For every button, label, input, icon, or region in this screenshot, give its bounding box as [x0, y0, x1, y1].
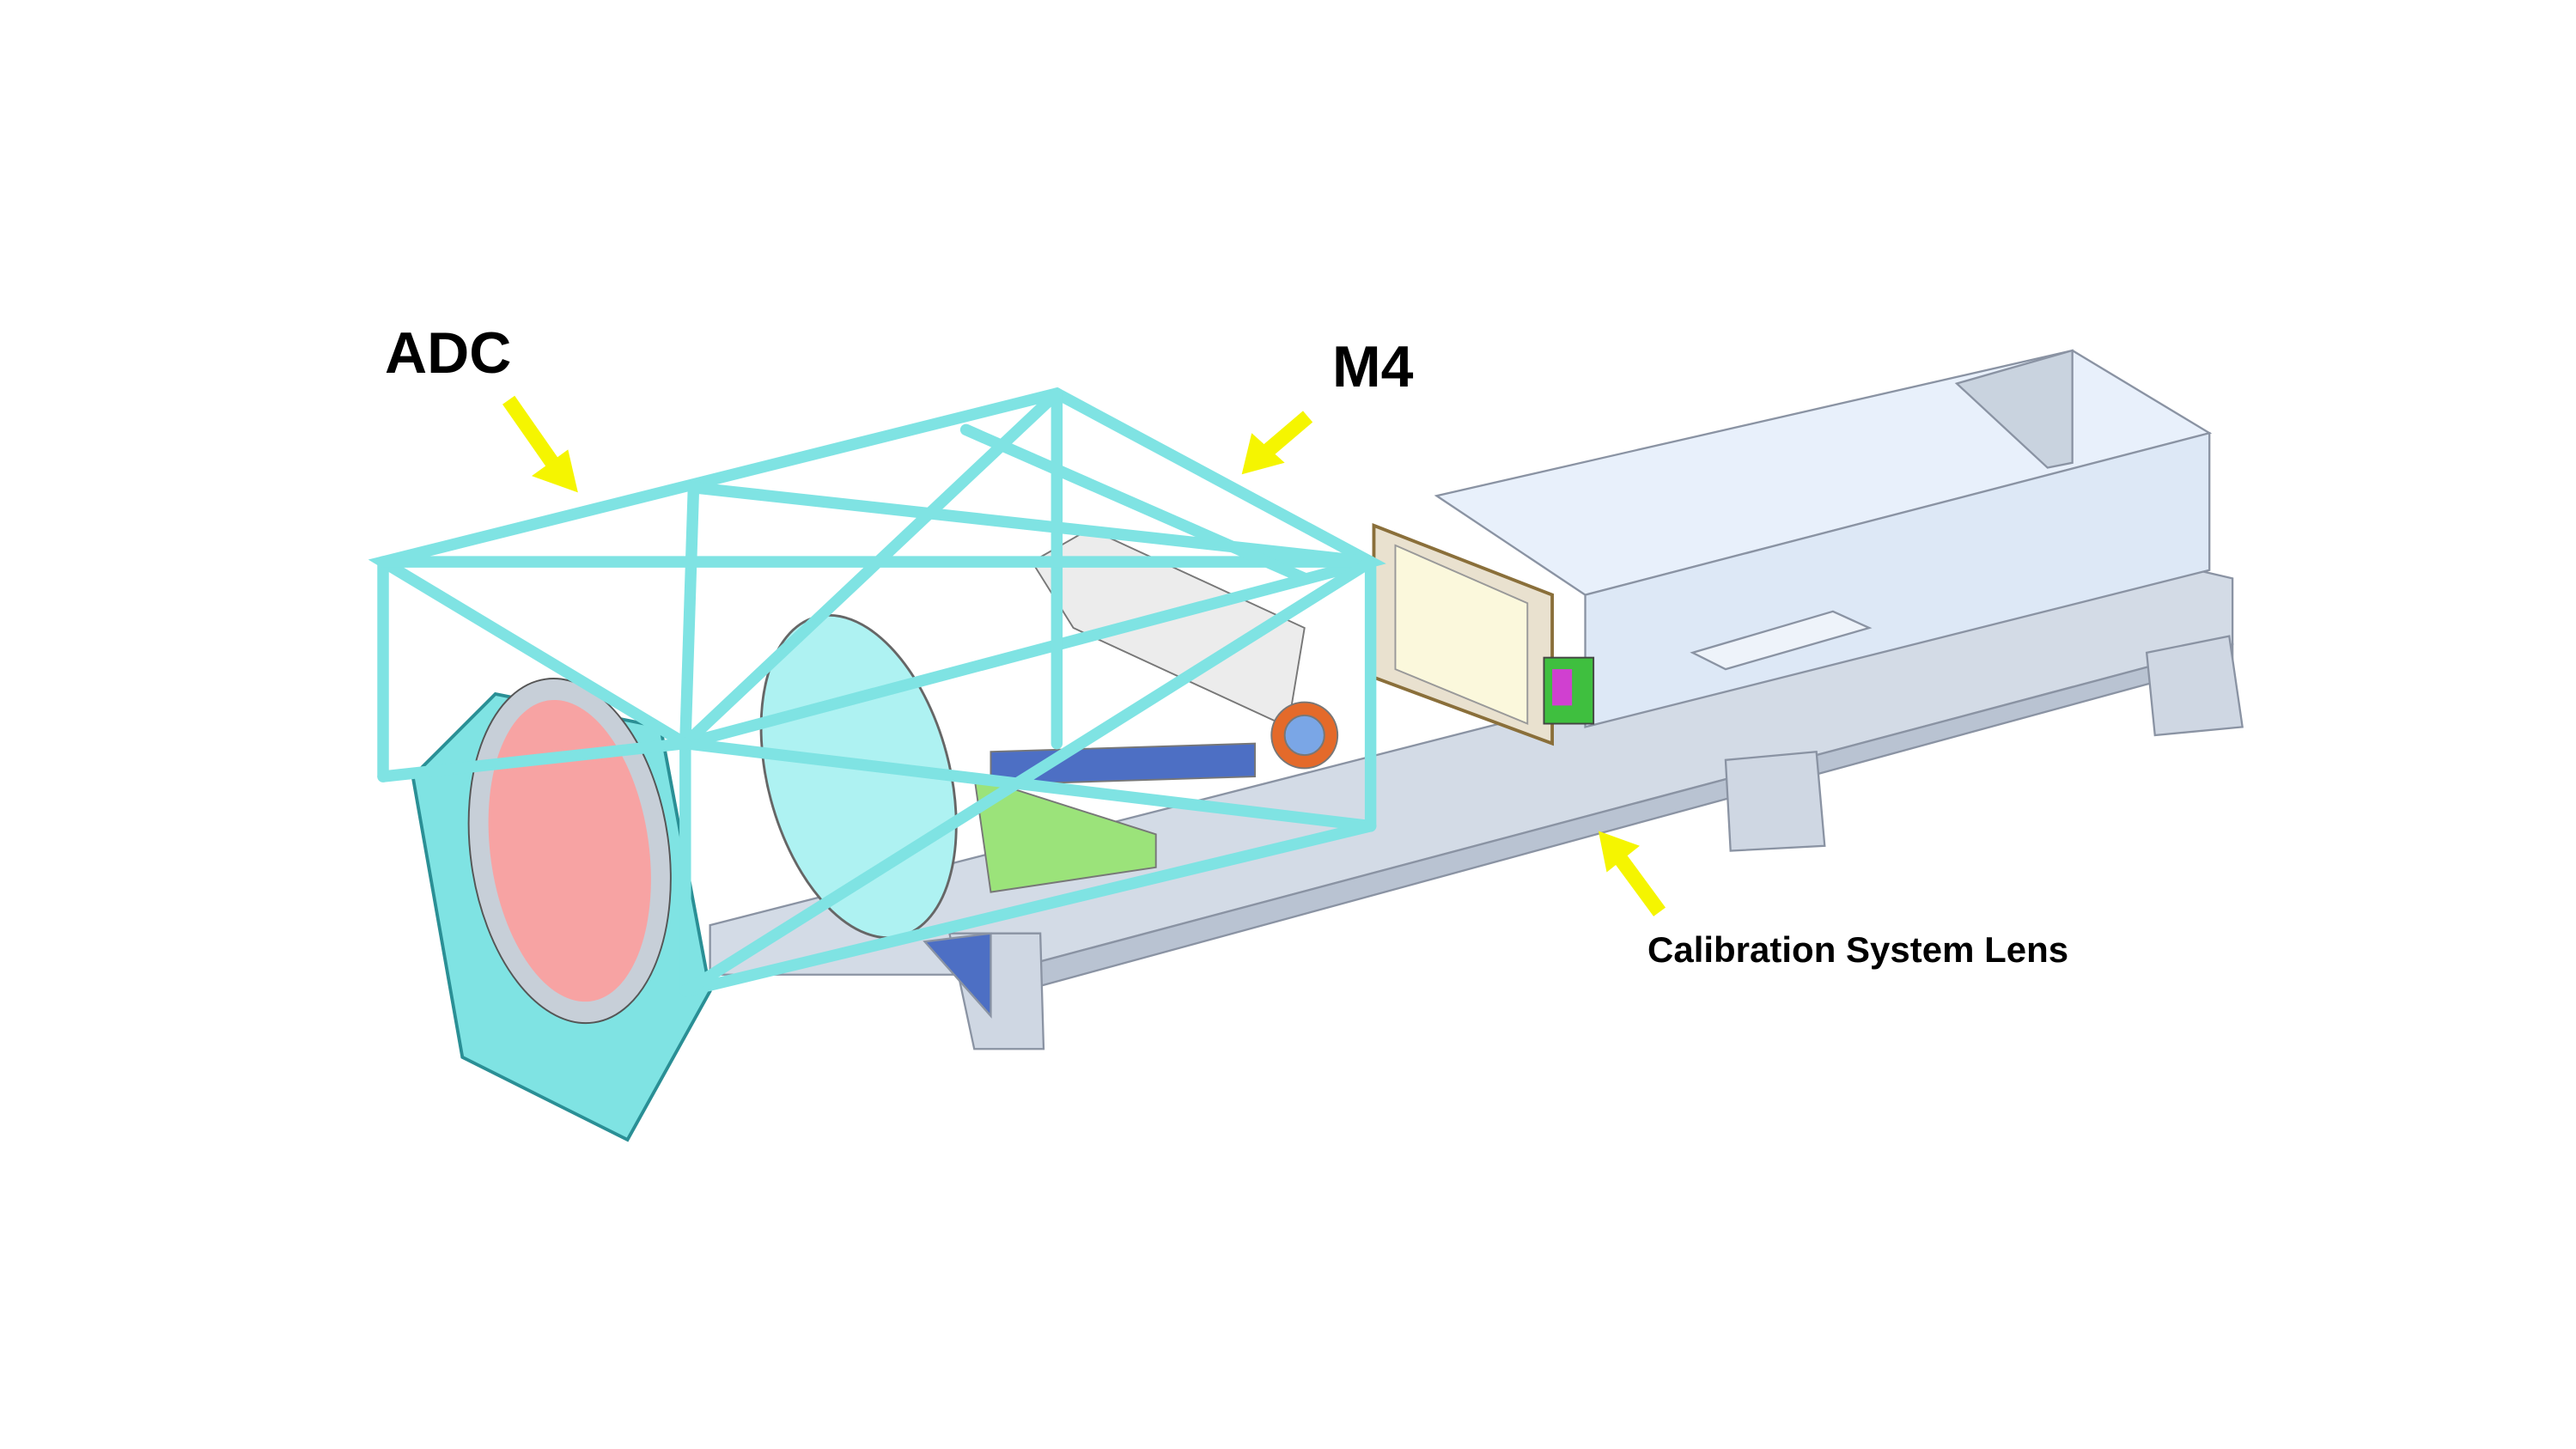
calibration-lens-label: Calibration System Lens: [1647, 929, 2069, 970]
arrow-icon-calibration: [1598, 831, 1666, 916]
adc-front-lens: [411, 678, 712, 1142]
m4-mirror-assembly: [973, 527, 1339, 893]
truss-frame: [368, 387, 1386, 997]
adc-label: ADC: [385, 320, 512, 386]
calibration-lens-assembly: [1372, 523, 1595, 746]
arrow-icon-adc: [502, 395, 578, 493]
m4-label: M4: [1332, 334, 1414, 399]
arrow-icon-m4: [1241, 411, 1313, 475]
calibration-enclosure: [1434, 349, 2213, 728]
